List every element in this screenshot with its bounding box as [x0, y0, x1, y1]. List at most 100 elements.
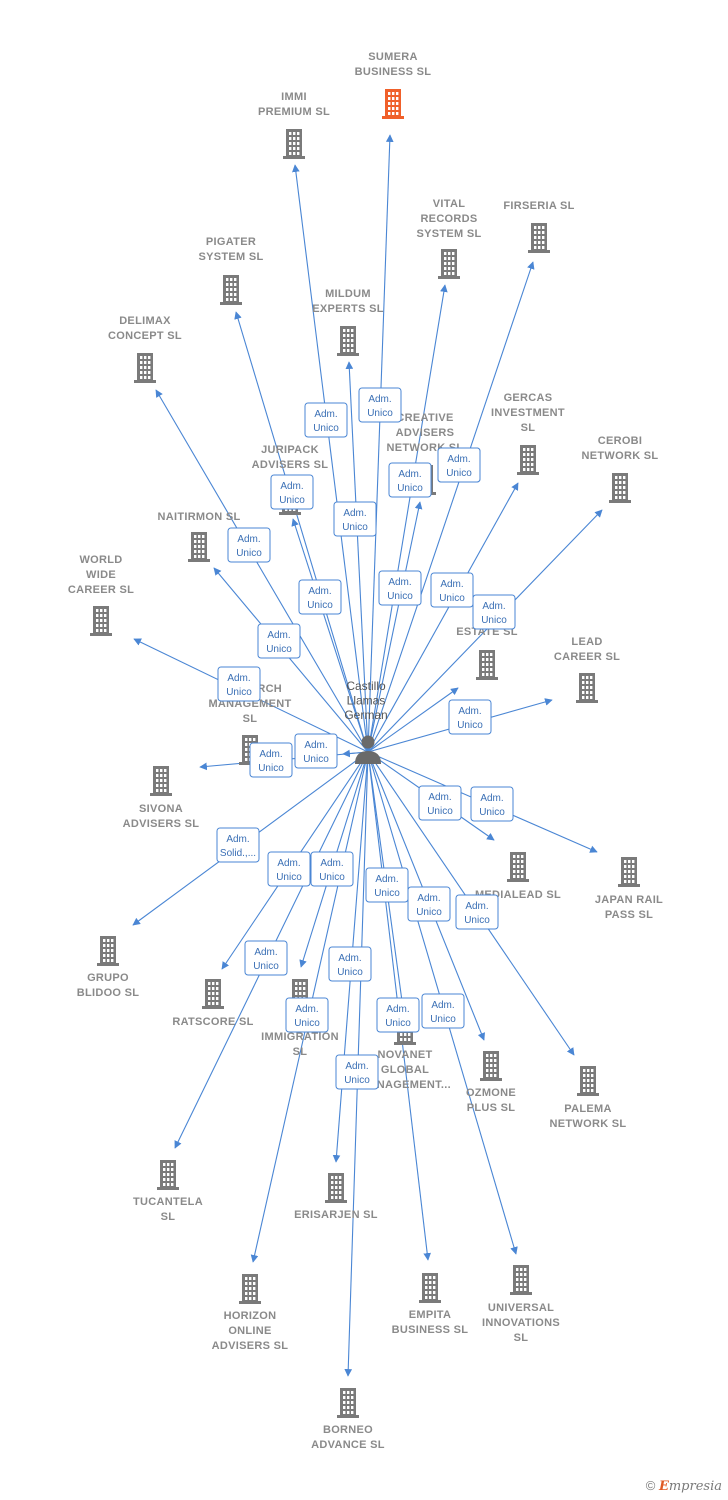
role-badge-mildum[interactable]: Adm.Unico: [333, 501, 377, 537]
role-badge-gercas[interactable]: Adm.Unico: [430, 572, 474, 608]
building-icon: [90, 606, 112, 636]
role-label: Adm.Unico: [427, 792, 453, 817]
role-badge-ratscore[interactable]: Adm.Unico: [267, 851, 311, 887]
role-label: Adm.Unico: [307, 586, 333, 611]
company-node-ratscore[interactable]: RATSCORE SL: [172, 979, 253, 1028]
role-badge-sivona[interactable]: Adm.Unico: [249, 742, 293, 778]
edge-naitirmon: [213, 567, 369, 753]
role-badge-sumera[interactable]: Adm.Unico: [358, 387, 402, 423]
role-badge-borneo[interactable]: Adm.Unico: [335, 1054, 379, 1090]
role-badge-universal[interactable]: Adm.Unico: [421, 993, 465, 1029]
role-label: Adm.Unico: [385, 1004, 411, 1029]
company-node-firseria[interactable]: FIRSERIA SL: [503, 200, 574, 253]
role-badge-lead[interactable]: Adm.Unico: [448, 699, 492, 735]
role-label: Adm.Unico: [464, 901, 490, 926]
role-badge-ozmone[interactable]: Adm.Unico: [407, 886, 451, 922]
building-icon: [157, 1160, 179, 1190]
role-label: Adm.Unico: [387, 577, 413, 602]
footer-brand[interactable]: © Empresia: [646, 1478, 722, 1494]
edge-vital: [367, 284, 448, 753]
role-badge-medialead[interactable]: Adm.Unico: [418, 785, 462, 821]
company-node-erisarjen[interactable]: ERISARJEN SL: [294, 1173, 378, 1221]
edge-delimax: [155, 389, 369, 753]
role-badge-goestate[interactable]: Adm.Unico: [378, 570, 422, 606]
role-badge-juripack[interactable]: Adm.Unico: [298, 579, 342, 615]
building-icon: [609, 473, 631, 503]
role-badge-novanet[interactable]: Adm.Unico: [365, 867, 409, 903]
role-badge-cerobi[interactable]: Adm.Unico: [472, 594, 516, 630]
role-badge-immigration[interactable]: Adm.Unico: [310, 851, 354, 887]
role-badge-naitirmon[interactable]: Adm.Unico: [257, 623, 301, 659]
building-icon: [325, 1173, 347, 1203]
role-badge-japan[interactable]: Adm.Unico: [470, 786, 514, 822]
building-icon: [438, 249, 460, 279]
role-label: Adm.Unico: [416, 893, 442, 918]
building-icon: [507, 852, 529, 882]
company-node-medialead[interactable]: MEDIALEAD SL: [475, 852, 561, 901]
role-label: Adm.Solid.,...: [220, 834, 256, 859]
role-label: Adm.Unico: [313, 409, 339, 434]
building-icon: [239, 1274, 261, 1304]
role-badge-world[interactable]: Adm.Unico: [217, 666, 261, 702]
role-badge-delimax[interactable]: Adm.Unico: [227, 527, 271, 563]
role-label: Adm.Unico: [236, 534, 262, 559]
role-label: Adm.Unico: [397, 469, 423, 494]
role-badge-firseria[interactable]: Adm.Unico: [437, 447, 481, 483]
edge-sumera: [367, 134, 394, 753]
edge-firseria: [367, 261, 535, 753]
role-badge-empita[interactable]: Adm.Unico: [376, 997, 420, 1033]
role-badge-erisarjen[interactable]: Adm.Unico: [328, 946, 372, 982]
role-label: Adm.Unico: [266, 630, 292, 655]
role-badge-palema[interactable]: Adm.Unico: [455, 894, 499, 930]
role-badge-horizon[interactable]: Adm.Unico: [285, 997, 329, 1033]
brand-logo: Empresia: [658, 1479, 722, 1494]
edge-goestate: [367, 687, 459, 753]
role-label: Adm.Unico: [253, 947, 279, 972]
role-badge-immi[interactable]: Adm.Unico: [304, 402, 348, 438]
role-badge-research[interactable]: Adm.Unico: [294, 733, 338, 769]
role-badge-pigater[interactable]: Adm.Unico: [270, 474, 314, 510]
role-label: Adm.Unico: [337, 953, 363, 978]
building-icon: [618, 857, 640, 887]
role-badge-grupo[interactable]: Adm.Solid.,...: [216, 827, 260, 863]
building-icon: [202, 979, 224, 1009]
role-badge-tucantela[interactable]: Adm.Unico: [244, 940, 288, 976]
role-badge-creative[interactable]: Adm.Unico: [388, 462, 432, 498]
building-icon: [480, 1051, 502, 1081]
company-node-naitirmon[interactable]: NAITIRMON SL: [157, 511, 240, 562]
